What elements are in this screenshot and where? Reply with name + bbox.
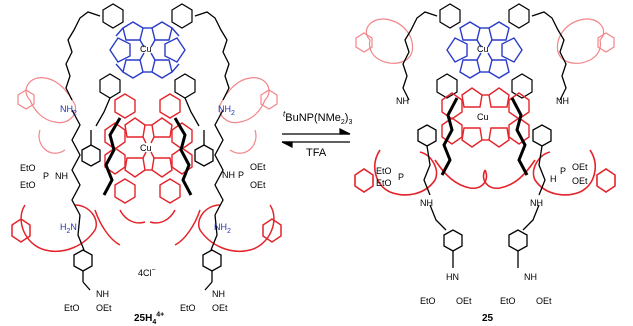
- left-structure: [11, 3, 282, 291]
- right-top-right-nh: NH: [556, 96, 569, 106]
- right-porphyrin-cu: Cu: [477, 44, 489, 54]
- left-porphyrin-cu: Cu: [140, 44, 152, 54]
- left-top-left-nh2: NH2: [60, 104, 77, 117]
- tert-prefix: t: [283, 109, 286, 119]
- forward-reagent-text: BuNP(NMe: [285, 112, 341, 124]
- left-compound-label: 25H44+: [134, 311, 165, 326]
- right-phthalocyanine-cu: Cu: [477, 112, 489, 122]
- left-counterion: 4Cl−: [138, 267, 156, 278]
- right-phosphonate-right-oet1: OEt: [572, 162, 588, 172]
- right-phosphonate-left-p: P: [398, 172, 405, 182]
- left-bottom-left-h2n: H2N: [60, 222, 77, 235]
- right-phosphonate-right-h: H: [550, 174, 557, 184]
- forward-reagent-close: ): [344, 112, 349, 124]
- left-phosphonate-left-eto2: EtO: [20, 180, 36, 190]
- left-bottom-right-oet: OEt: [212, 303, 228, 313]
- right-phosphonate-right-p: P: [560, 166, 567, 176]
- right-phosphonate-right-oet2: OEt: [572, 176, 588, 186]
- right-bottom-right-oet: OEt: [536, 296, 552, 306]
- right-compound-label: 25: [482, 313, 494, 324]
- right-porphyrin: [446, 21, 523, 79]
- left-phosphonate-right-p: P: [238, 170, 245, 180]
- right-meso-phenyls: [436, 3, 533, 99]
- right-bottom-left-eto: EtO: [420, 296, 436, 306]
- right-phosphonate-left-eto1: EtO: [376, 166, 392, 176]
- equilibrium-arrows: [281, 128, 351, 148]
- left-phosphonate-left-p: P: [43, 171, 50, 181]
- left-meso-phenyls: [99, 3, 196, 99]
- left-phosphonate-right-nh: NH: [222, 170, 235, 180]
- left-porphyrin: [109, 21, 186, 79]
- left-bottom-right-nh: NH: [212, 289, 225, 299]
- right-phosphonate-left-eto2: EtO: [376, 178, 392, 188]
- left-bottom-right-nh2: NH2: [214, 222, 231, 235]
- left-thread-bold: [102, 117, 193, 196]
- left-phosphonate-left-eto1: EtO: [20, 163, 36, 173]
- left-phthalocyanine-cu: Cu: [140, 143, 152, 153]
- forward-reagent-sub: 2: [340, 119, 345, 127]
- right-bottom-right-nh: NH: [530, 198, 543, 208]
- left-crown-upper: [17, 77, 278, 154]
- left-phosphonate-right-oet1: OEt: [250, 162, 266, 172]
- reverse-arrow-head: [281, 141, 293, 148]
- right-crown-upper: [355, 18, 615, 64]
- left-top-right-nh2: NH2: [218, 104, 235, 117]
- left-bottom-left-eto: EtO: [64, 303, 80, 313]
- left-phosphonate-left-nh: NH: [55, 171, 68, 181]
- right-thread-bold: [440, 97, 529, 176]
- right-structure: [354, 3, 616, 268]
- left-bottom-left-nh: NH: [96, 289, 109, 299]
- right-bottom-left-oet: OEt: [456, 296, 472, 306]
- reverse-reagent-label: TFA: [306, 147, 327, 159]
- left-crown-lower: [11, 204, 282, 252]
- right-bottom-right-eto: EtO: [500, 296, 516, 306]
- forward-reagent-sub2: 3: [348, 119, 353, 127]
- right-top-left-nh: NH: [396, 96, 409, 106]
- left-phosphonate-right-oet2: OEt: [250, 180, 266, 190]
- right-bottom-left-nh: NH: [420, 198, 433, 208]
- left-bottom-right-eto: EtO: [180, 303, 196, 313]
- right-phthalocyanine: [441, 87, 530, 148]
- forward-arrow-head: [339, 128, 351, 135]
- left-bottom-left-oet: OEt: [96, 303, 112, 313]
- left-threads: [65, 11, 230, 291]
- right-crown-lower: [354, 149, 616, 196]
- right-bottom-left-hn: HN: [446, 272, 459, 282]
- right-bottom-right-nh: NH: [524, 272, 537, 282]
- forward-reagent-label: tBuNP(NMe2)3: [283, 109, 353, 127]
- right-threads: [402, 11, 567, 268]
